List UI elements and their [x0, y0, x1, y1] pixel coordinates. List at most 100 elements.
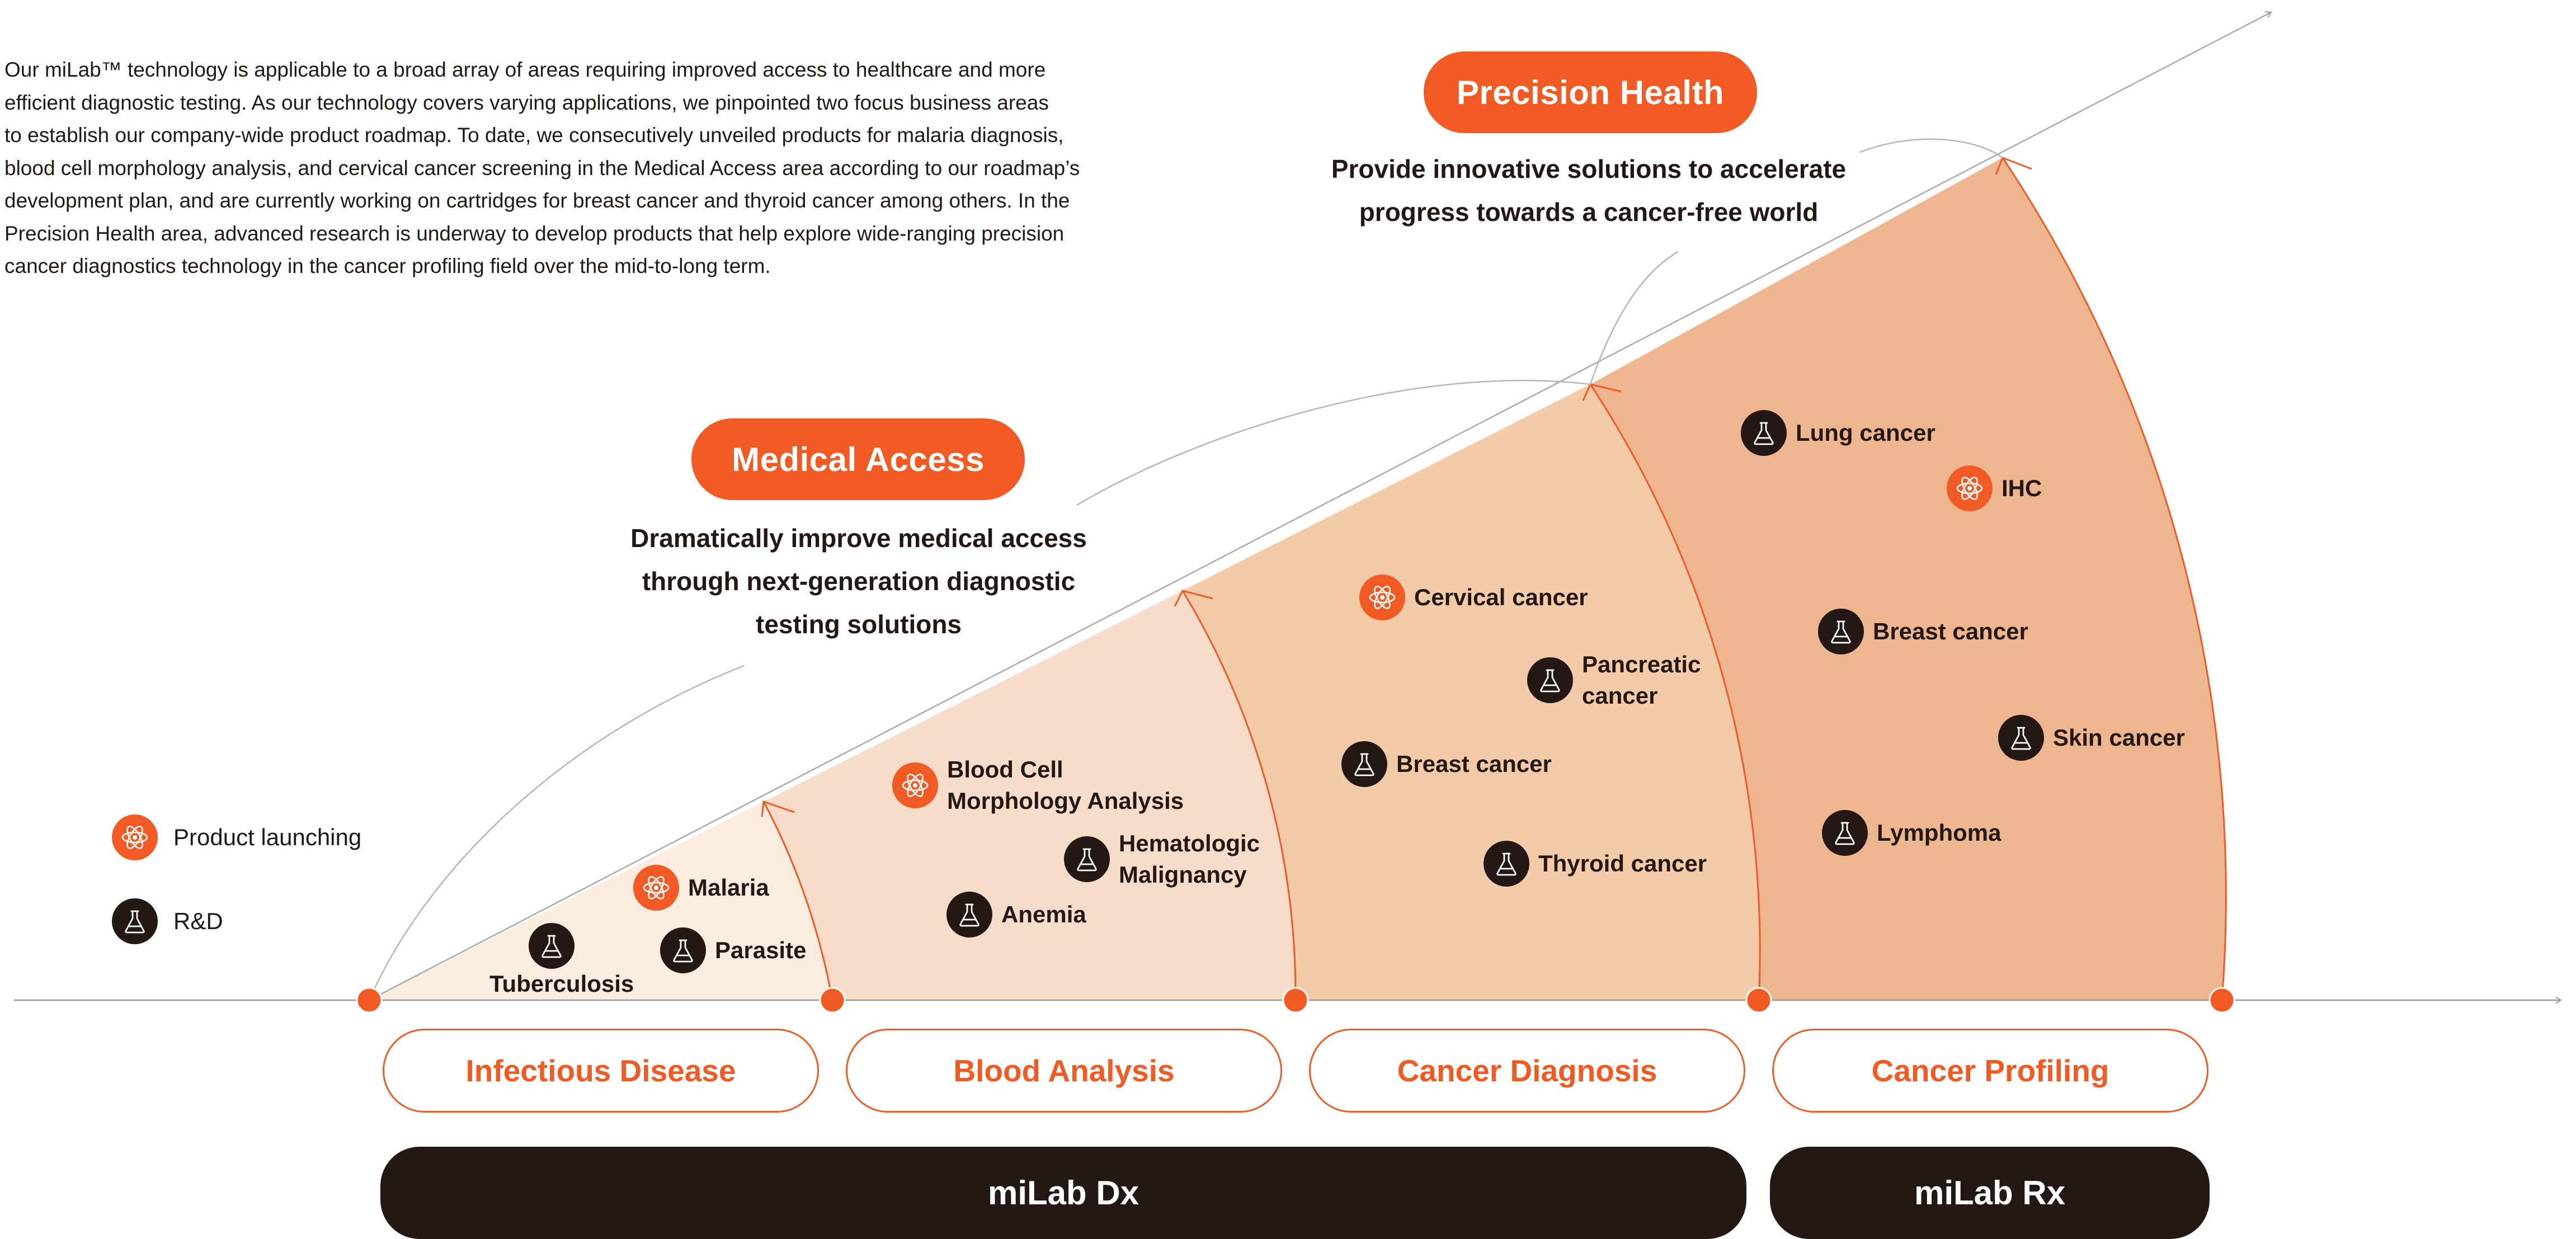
- intro-paragraph: Our miLab™ technology is applicable to a…: [4, 54, 1168, 283]
- caption-line: Provide innovative solutions to accelera…: [1331, 154, 1847, 183]
- band-cancer-profiling: [1590, 158, 2226, 1000]
- item-parasite: Parasite: [660, 927, 806, 973]
- intro-line: Our miLab™ technology is applicable to a…: [4, 58, 1046, 81]
- item-label: Lymphoma: [1877, 819, 2002, 846]
- item-label-line: Pancreatic: [1582, 651, 1701, 677]
- legend-rnd: R&D: [112, 898, 223, 944]
- item-label: Skin cancer: [2053, 724, 2185, 751]
- medical-access-pill: Medical Access: [691, 418, 1025, 500]
- item-thyroid-cancer: Thyroid cancer: [1484, 841, 1707, 887]
- flask-icon: [946, 892, 992, 938]
- intro-line: cancer diagnostics technology in the can…: [4, 255, 771, 277]
- item-lung-cancer: Lung cancer: [1741, 410, 1935, 456]
- category-cancer-profiling: Cancer Profiling: [1772, 1029, 2208, 1113]
- item-pancreatic-cancer: Pancreatic cancer: [1527, 649, 1701, 712]
- band-cancer-diagnosis: [1183, 384, 1760, 1000]
- item-cervical-cancer: Cervical cancer: [1359, 574, 1588, 620]
- atom-glyph: [643, 876, 670, 899]
- legend-label: R&D: [173, 908, 223, 934]
- arc-chevron-2: [1174, 590, 1213, 607]
- leader-curve-precision-health: [1589, 251, 1679, 385]
- axis-node-2: [819, 987, 846, 1014]
- flask-glyph: [1540, 669, 1560, 692]
- item-label: Thyroid cancer: [1538, 850, 1707, 877]
- arc-chevron-1: [761, 800, 795, 817]
- platform-milab-dx: miLab Dx: [380, 1147, 1746, 1239]
- flask-icon: [1822, 810, 1868, 856]
- item-breast-cancer-dx: Breast cancer: [1341, 741, 1552, 787]
- item-label-line: Malignancy: [1119, 861, 1247, 888]
- precision-health-pill: Precision Health: [1424, 51, 1757, 133]
- item-label: Parasite: [715, 937, 807, 963]
- axis-node-5: [2208, 987, 2235, 1014]
- item-hematologic-malignancy: Hematologic Malignancy: [1064, 828, 1260, 891]
- item-label: Anemia: [1001, 901, 1086, 927]
- atom-glyph: [1369, 586, 1396, 609]
- item-label: Malaria: [688, 874, 769, 901]
- category-blood-analysis: Blood Analysis: [846, 1029, 1282, 1113]
- item-label: Pancreatic cancer: [1582, 649, 1701, 712]
- flask-icon: [660, 927, 706, 973]
- item-label: Lung cancer: [1796, 420, 1935, 446]
- flask-icon: [1341, 741, 1387, 787]
- flask-icon: [1998, 715, 2044, 761]
- tuberculosis-label: Tuberculosis: [489, 971, 634, 997]
- flask-glyph: [541, 935, 562, 958]
- item-lymphoma: Lymphoma: [1822, 810, 2001, 856]
- axis-node-3: [1282, 987, 1309, 1014]
- category-infectious-disease: Infectious Disease: [383, 1029, 819, 1113]
- precision-health-caption: Provide innovative solutions to accelera…: [1236, 148, 1941, 234]
- item-label: IHC: [2002, 475, 2042, 501]
- medical-access-caption: Dramatically improve medical access thro…: [559, 517, 1158, 646]
- atom-icon: [1947, 465, 1993, 511]
- flask-glyph: [1835, 822, 1855, 845]
- growth-diagonal-arrow: [369, 12, 2271, 1001]
- atom-icon: [892, 762, 938, 808]
- caption-line: through next-generation diagnostic: [642, 567, 1076, 596]
- item-label: Cervical cancer: [1414, 584, 1588, 610]
- atom-glyph: [1956, 477, 1983, 500]
- leader-curve-medical-access: [368, 665, 745, 1001]
- item-label: Breast cancer: [1396, 751, 1552, 777]
- intro-line: blood cell morphology analysis, and cerv…: [4, 156, 1080, 180]
- flask-icon: [112, 898, 158, 944]
- atom-icon: [633, 865, 679, 911]
- item-anemia: Anemia: [946, 892, 1086, 938]
- item-tuberculosis: [529, 923, 574, 969]
- flask-icon: [1064, 836, 1110, 882]
- intro-line: efficient diagnostic testing. As our tec…: [4, 91, 1049, 114]
- band-blood-analysis: [764, 591, 1296, 1000]
- intro-line: Precision Health area, advanced research…: [4, 222, 1065, 245]
- flask-glyph: [1754, 422, 1774, 445]
- flask-glyph: [673, 939, 693, 963]
- legend-label: Product launching: [173, 824, 362, 850]
- flask-icon: [1484, 841, 1529, 887]
- flask-glyph: [2011, 727, 2031, 750]
- atom-icon: [1359, 574, 1405, 620]
- caption-line: progress towards a cancer-free world: [1359, 197, 1819, 227]
- item-ihc: IHC: [1947, 465, 2042, 511]
- axis-node-4: [1745, 987, 1772, 1014]
- caption-line: testing solutions: [756, 610, 962, 639]
- legend-product-launching: Product launching: [112, 814, 361, 860]
- flask-icon: [1741, 410, 1787, 456]
- atom-icon: [112, 814, 158, 860]
- item-label: Breast cancer: [1873, 618, 2028, 644]
- boundary-arc-4: [2002, 157, 2227, 1001]
- leader-curve-top: [1859, 138, 2003, 159]
- item-label-line: Blood Cell: [947, 756, 1063, 783]
- boundary-arc-1: [762, 801, 833, 1001]
- flask-icon: [1818, 609, 1864, 654]
- item-label-line: Morphology Analysis: [947, 788, 1184, 814]
- intro-line: to establish our company-wide product ro…: [4, 124, 1064, 147]
- caption-line: Dramatically improve medical access: [630, 524, 1087, 553]
- category-cancer-diagnosis: Cancer Diagnosis: [1309, 1029, 1745, 1113]
- item-label-line: Hematologic: [1119, 830, 1260, 856]
- flask-glyph: [125, 910, 145, 934]
- flask-glyph: [1354, 753, 1374, 776]
- item-skin-cancer: Skin cancer: [1998, 715, 2185, 761]
- flask-glyph: [1831, 620, 1851, 644]
- flask-glyph: [1496, 852, 1517, 876]
- item-label: Blood Cell Morphology Analysis: [947, 754, 1184, 817]
